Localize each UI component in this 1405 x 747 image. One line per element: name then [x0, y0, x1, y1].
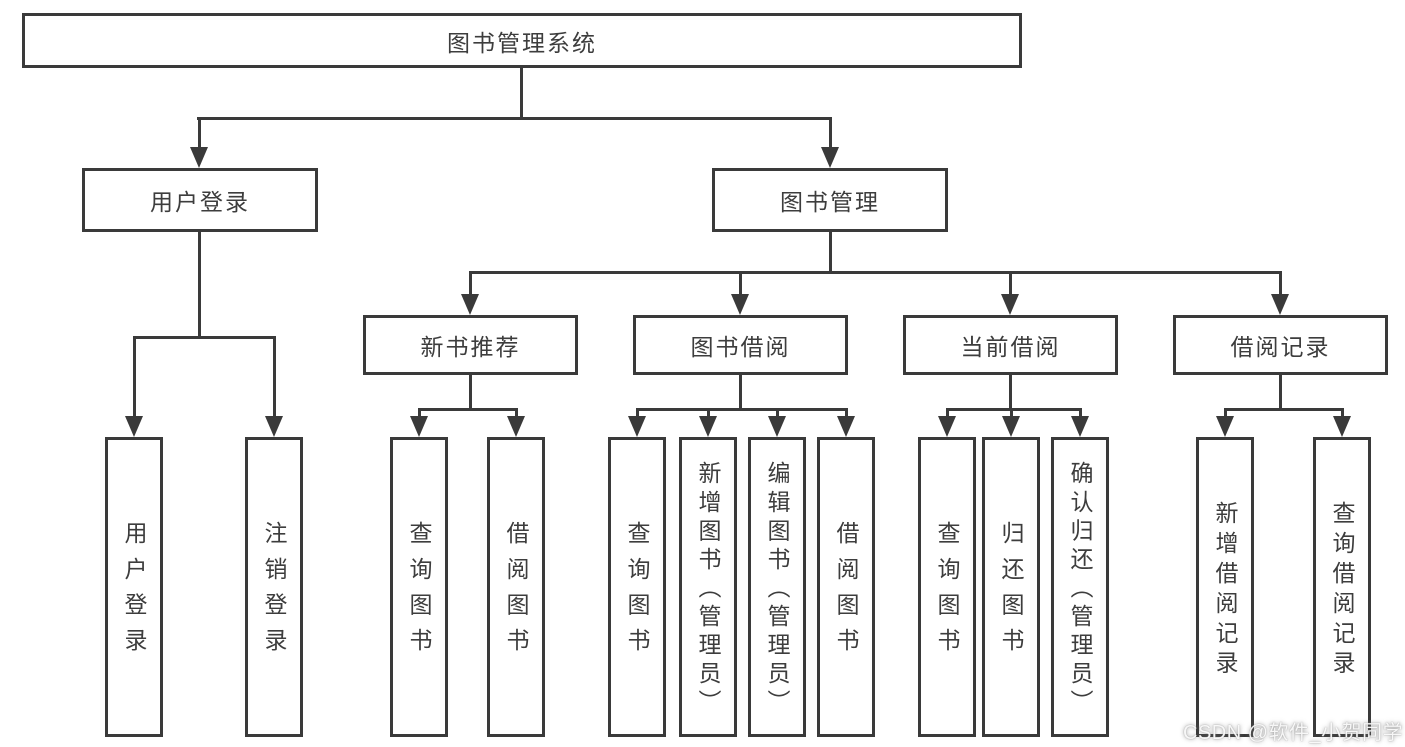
arrowhead-icon — [461, 294, 479, 315]
arrowhead-icon — [731, 294, 749, 315]
arrowhead-icon — [410, 416, 428, 437]
arrowhead-icon — [1271, 294, 1289, 315]
node-current-borrow: 当前借阅 — [903, 315, 1118, 375]
connector-arrow-line — [636, 408, 639, 418]
connector-arrow-line — [845, 408, 848, 418]
leaf-records-add: 新增借阅记录 — [1196, 437, 1254, 737]
leaf-user-login: 用户登录 — [105, 437, 163, 737]
connector-arrow-line — [776, 408, 779, 418]
connector-arrow-line — [829, 117, 832, 149]
connector-root-stub — [520, 68, 523, 120]
leaf-label: 用户登录 — [121, 521, 147, 665]
node-user-login: 用户登录 — [82, 168, 318, 232]
connector-arrow-line — [1079, 408, 1082, 418]
connector-stub — [1279, 375, 1282, 411]
arrowhead-icon — [1002, 416, 1020, 437]
node-borrow-records: 借阅记录 — [1173, 315, 1388, 375]
node-book-borrow: 图书借阅 — [633, 315, 848, 375]
leaf-label: 确认归还（管理员） — [1067, 461, 1093, 718]
node-book-mgmt-label: 图书管理 — [780, 189, 880, 215]
leaf-newbooks-borrow: 借阅图书 — [487, 437, 545, 737]
connector-arrow-line — [1341, 408, 1344, 418]
connector-arrow-line — [1224, 408, 1227, 418]
connector-leaf-bus — [1224, 408, 1343, 411]
arrowhead-icon — [821, 147, 839, 168]
leaf-logout: 注销登录 — [245, 437, 303, 737]
arrowhead-icon — [699, 416, 717, 437]
arrowhead-icon — [938, 416, 956, 437]
connector-arrow-line — [515, 408, 518, 418]
connector-arrow-line — [1009, 271, 1012, 296]
arrowhead-icon — [125, 416, 143, 437]
connector-arrow-line — [133, 336, 136, 418]
leaf-newbooks-query: 查询图书 — [390, 437, 448, 737]
connector-arrow-line — [418, 408, 421, 418]
leaf-current-query: 查询图书 — [918, 437, 976, 737]
connector-stub — [739, 375, 742, 411]
leaf-borrow-borrow: 借阅图书 — [817, 437, 875, 737]
connector-arrow-line — [198, 117, 201, 149]
connector-arrow-line — [707, 408, 710, 418]
node-new-books-label: 新书推荐 — [420, 334, 521, 360]
leaf-label: 新增借阅记录 — [1212, 500, 1238, 680]
connector-mgmt-stub — [829, 232, 832, 274]
leaf-label: 新增图书（管理员） — [695, 461, 721, 718]
connector-leaf-bus — [946, 408, 1082, 411]
connector-user-bus — [133, 336, 276, 339]
connector-arrow-line — [1010, 408, 1013, 418]
connector-level1-bus — [197, 117, 832, 120]
leaf-label: 查询图书 — [406, 521, 432, 665]
leaf-records-query: 查询借阅记录 — [1313, 437, 1371, 737]
arrowhead-icon — [1333, 416, 1351, 437]
node-book-borrow-label: 图书借阅 — [690, 334, 791, 360]
connector-arrow-line — [739, 271, 742, 296]
arrowhead-icon — [1216, 416, 1234, 437]
leaf-label: 查询图书 — [934, 521, 960, 665]
connector-stub — [1009, 375, 1012, 411]
connector-arrow-line — [469, 271, 472, 296]
leaf-current-confirm-admin: 确认归还（管理员） — [1051, 437, 1109, 737]
arrowhead-icon — [1071, 416, 1089, 437]
arrowhead-icon — [837, 416, 855, 437]
connector-leaf-bus — [636, 408, 848, 411]
node-root: 图书管理系统 — [22, 13, 1022, 68]
node-root-label: 图书管理系统 — [447, 29, 597, 56]
node-borrow-records-label: 借阅记录 — [1230, 334, 1331, 360]
leaf-label: 查询图书 — [624, 521, 650, 665]
connector-arrow-line — [1279, 271, 1282, 296]
leaf-label: 借阅图书 — [503, 521, 529, 665]
connector-arrow-line — [946, 408, 949, 418]
node-user-login-label: 用户登录 — [150, 189, 250, 215]
arrowhead-icon — [628, 416, 646, 437]
watermark: CSDN @软件_小贺同学 — [1183, 722, 1404, 744]
arrowhead-icon — [190, 147, 208, 168]
arrowhead-icon — [768, 416, 786, 437]
leaf-label: 归还图书 — [998, 521, 1024, 665]
node-current-borrow-label: 当前借阅 — [960, 334, 1061, 360]
connector-level2-bus — [469, 271, 1282, 274]
arrowhead-icon — [1001, 294, 1019, 315]
leaf-label: 借阅图书 — [833, 521, 859, 665]
arrowhead-icon — [507, 416, 525, 437]
connector-arrow-line — [273, 336, 276, 418]
leaf-borrow-edit-admin: 编辑图书（管理员） — [748, 437, 806, 737]
leaf-borrow-query: 查询图书 — [608, 437, 666, 737]
leaf-borrow-add-admin: 新增图书（管理员） — [679, 437, 737, 737]
arrowhead-icon — [265, 416, 283, 437]
connector-leaf-bus — [418, 408, 518, 411]
connector-user-stub — [198, 232, 201, 339]
leaf-current-return: 归还图书 — [982, 437, 1040, 737]
leaf-label: 注销登录 — [261, 521, 287, 665]
node-book-mgmt: 图书管理 — [712, 168, 948, 232]
node-new-books: 新书推荐 — [363, 315, 578, 375]
leaf-label: 编辑图书（管理员） — [764, 461, 790, 718]
connector-stub — [469, 375, 472, 411]
leaf-label: 查询借阅记录 — [1329, 500, 1355, 680]
